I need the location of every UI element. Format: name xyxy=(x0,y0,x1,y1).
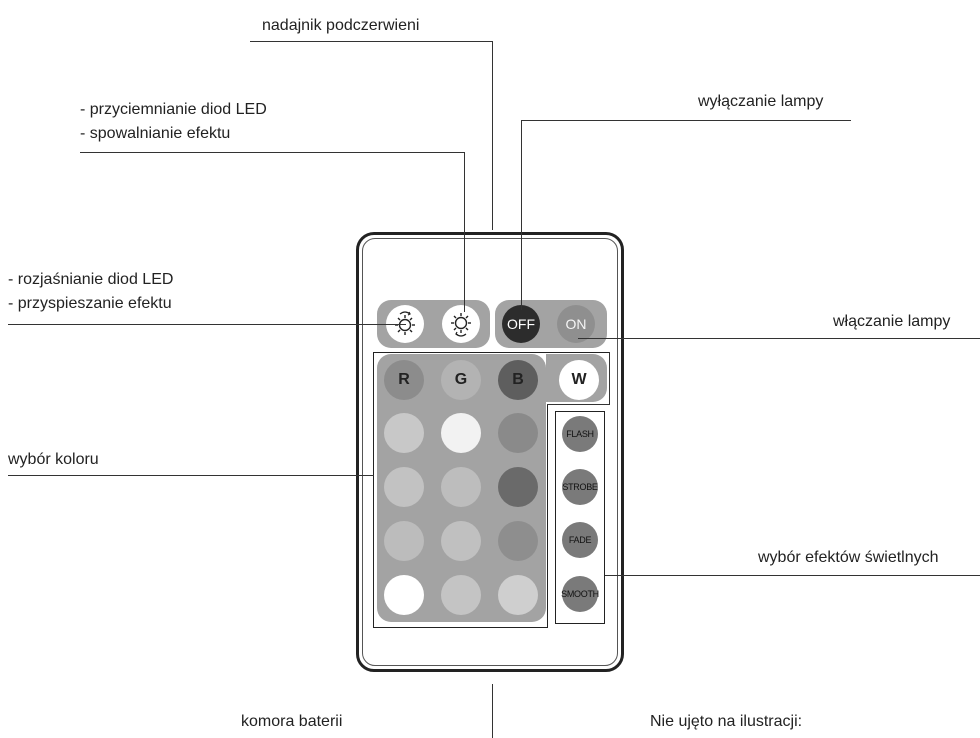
color-button[interactable] xyxy=(441,521,481,561)
color-button[interactable] xyxy=(441,575,481,615)
dim-leader-v xyxy=(464,152,465,312)
dim-leader-h xyxy=(80,152,465,153)
battery-leader-v xyxy=(492,684,493,738)
bright-label-line2: - przyspieszanie efektu xyxy=(8,295,172,312)
brightness-down-button[interactable] xyxy=(442,305,480,343)
rgbw-button-g[interactable]: G xyxy=(441,360,481,400)
color-button[interactable] xyxy=(384,521,424,561)
rgbw-button-r[interactable]: R xyxy=(384,360,424,400)
color-button[interactable] xyxy=(384,413,424,453)
color-leader-h xyxy=(8,475,374,476)
ir-leader-v xyxy=(492,41,493,230)
effects-leader-h xyxy=(605,575,980,576)
sun-brightness-up-icon xyxy=(395,311,415,335)
ir-leader-h xyxy=(250,41,493,42)
color-button[interactable] xyxy=(384,575,424,615)
color-button[interactable] xyxy=(498,521,538,561)
color-group-frame xyxy=(373,352,610,405)
ir-transmitter-label: nadajnik podczerwieni xyxy=(262,17,420,34)
off-leader-v xyxy=(521,120,522,310)
lamp-off-label: wyłączanie lampy xyxy=(698,93,824,110)
lamp-on-label: włączanie lampy xyxy=(833,313,951,330)
effect-button-fade[interactable]: FADE xyxy=(562,522,598,558)
bright-label-line1: - rozjaśnianie diod LED xyxy=(8,271,174,288)
color-group-frame-lower xyxy=(373,404,548,628)
frame-step-horizontal xyxy=(547,404,610,405)
color-button[interactable] xyxy=(498,413,538,453)
bright-leader-h xyxy=(8,324,406,325)
effect-button-strobe[interactable]: STROBE xyxy=(562,469,598,505)
sun-brightness-down-icon xyxy=(451,313,471,337)
dim-label-line2: - spowalnianie efektu xyxy=(80,125,231,142)
remote-inner-outline xyxy=(362,238,618,666)
color-button[interactable] xyxy=(384,467,424,507)
color-button[interactable] xyxy=(498,467,538,507)
effect-button-flash[interactable]: FLASH xyxy=(562,416,598,452)
color-select-label: wybór koloru xyxy=(8,451,99,468)
rgbw-button-b[interactable]: B xyxy=(498,360,538,400)
effects-group-frame xyxy=(555,411,605,624)
off-leader-h xyxy=(521,120,851,121)
color-button[interactable] xyxy=(498,575,538,615)
rgbw-button-w[interactable]: W xyxy=(559,360,599,400)
effect-select-label: wybór efektów świetlnych xyxy=(758,549,939,566)
on-leader-h xyxy=(578,338,980,339)
battery-label: komora baterii xyxy=(241,713,343,730)
color-button[interactable] xyxy=(441,467,481,507)
off-button[interactable]: OFF xyxy=(502,305,540,343)
on-button[interactable]: ON xyxy=(557,305,595,343)
effect-button-smooth[interactable]: SMOOTH xyxy=(561,576,599,612)
color-button[interactable] xyxy=(441,413,481,453)
frame-step-vertical xyxy=(609,352,610,405)
not-shown-label: Nie ujęto na ilustracji: xyxy=(650,713,803,730)
dim-label-line1: - przyciemnianie diod LED xyxy=(80,101,267,118)
